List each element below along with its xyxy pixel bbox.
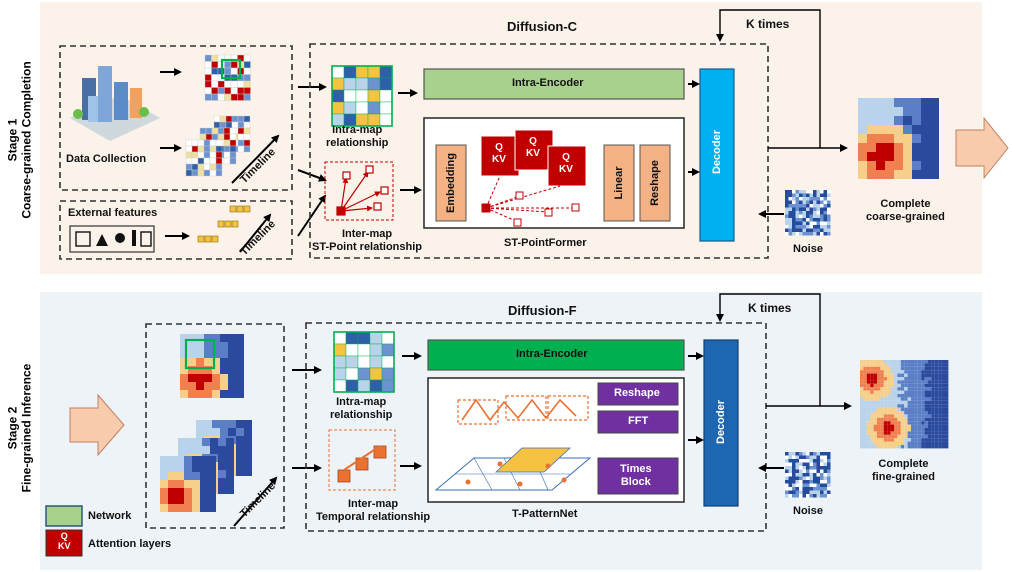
coarse-map-input — [180, 334, 244, 398]
decoder-c-label: Decoder — [711, 129, 723, 175]
k-times-f-label: K times — [748, 301, 792, 315]
decoder-f-label: Decoder — [715, 399, 727, 445]
inter-map-box-c — [324, 161, 394, 221]
legend-network-swatch — [45, 505, 83, 527]
fft-label: FFT — [628, 415, 649, 427]
noise-c-label: Noise — [793, 243, 823, 255]
data-collection-box — [59, 45, 293, 191]
sparse-grid-stack — [185, 115, 251, 177]
embedding-block — [435, 144, 467, 222]
fft-block — [597, 410, 679, 434]
noise-f — [785, 452, 831, 498]
diffusion-f-title: Diffusion-F — [508, 303, 577, 318]
stage-transfer-arrow — [955, 116, 1009, 180]
qkv-block-1 — [480, 135, 520, 177]
diffusion-f-box — [305, 322, 767, 532]
coarse-heatmap — [858, 98, 939, 179]
noise-f-label: Noise — [793, 505, 823, 517]
linear-block — [603, 144, 635, 222]
fine-heatmap — [860, 360, 949, 449]
intra-map-grid-c — [331, 65, 393, 127]
reshape-label-c: Reshape — [649, 160, 661, 206]
city-icon — [70, 66, 160, 141]
timeline-arrow-3 — [233, 476, 278, 527]
legend-network-label: Network — [88, 510, 132, 522]
legend-attention-label: Attention layers — [88, 538, 172, 550]
k-times-loop-f — [716, 293, 821, 406]
embedding-label: Embedding — [445, 153, 457, 213]
intra-map-grid-f — [333, 331, 395, 393]
st-pointformer-label: ST-PointFormer — [504, 237, 587, 249]
attention-links — [481, 175, 580, 227]
noise-c — [785, 190, 831, 236]
inter-map-box-f — [328, 429, 396, 491]
times-block — [597, 457, 679, 495]
stage2-input-arrow — [69, 393, 125, 457]
k-times-loop-c — [716, 9, 821, 148]
qkv-block-3 — [547, 145, 587, 187]
timeline-arrow-2 — [239, 213, 272, 253]
stage2-input-box — [145, 323, 285, 529]
sparse-grid-top — [204, 54, 251, 101]
data-collection-label: Data Collection — [66, 153, 147, 165]
legend-attention-swatch — [45, 529, 83, 557]
t-patternnet-label: T-PatternNet — [512, 508, 578, 520]
external-features-box — [59, 200, 293, 260]
intra-encoder-f — [427, 339, 685, 371]
external-features-label: External features — [68, 207, 158, 219]
decoder-f — [703, 339, 739, 507]
pattern-illustration — [434, 395, 592, 491]
timeline-arrow — [231, 134, 280, 184]
k-times-c-label: K times — [746, 17, 790, 31]
coarse-map-stack — [160, 420, 252, 512]
reshape-block-f — [597, 382, 679, 406]
intra-encoder-f-label: Intra-Encoder — [516, 348, 588, 360]
diffusion-c-box — [309, 43, 769, 259]
reshape-label-f: Reshape — [614, 387, 660, 399]
decoder-c — [699, 68, 735, 242]
intra-encoder-c — [423, 68, 685, 100]
reshape-block-c — [639, 144, 671, 222]
temporal-cubes — [337, 445, 387, 483]
linear-label: Linear — [613, 166, 625, 200]
intra-encoder-c-label: Intra-Encoder — [512, 77, 584, 89]
weather-icons — [69, 225, 155, 253]
feature-blocks — [197, 205, 251, 243]
diffusion-c-title: Diffusion-C — [507, 19, 578, 34]
st-point-nodes — [336, 165, 389, 216]
